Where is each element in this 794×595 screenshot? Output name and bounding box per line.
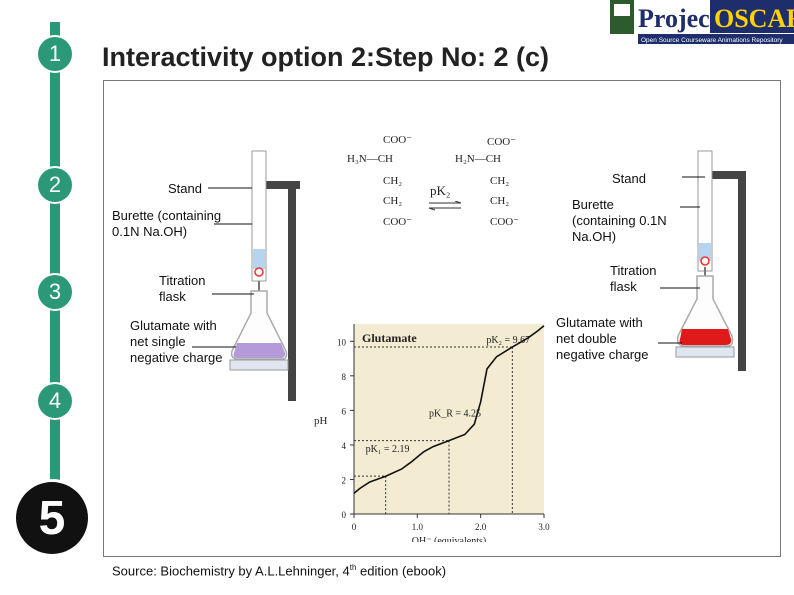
chart-title: Glutamate [362,331,417,345]
x-tick-label-0: 0 [352,522,357,532]
left-ch2-a: CH₂ [383,175,403,187]
y-axis-label: pH [314,415,328,427]
right-burette-label: Burette (containing 0.1N Na.OH) [572,197,667,244]
source-prefix: Source: Biochemistry by A.L.Lehninger, 4 [112,563,350,579]
x-tick-label-1.0: 1.0 [412,522,424,532]
y-tick-label-4: 4 [342,441,347,451]
right-ch2-a: CH₂ [490,175,510,187]
y-tick-label-0: 0 [342,510,347,520]
titration-flask [230,290,288,360]
right-solution-label: Glutamate with net double negative charg… [556,315,649,362]
y-tick-label-10: 10 [337,337,347,347]
burette-liquid [253,249,265,269]
step-1-button[interactable]: 1 [38,37,72,71]
burette-liquid [699,243,711,261]
titration-curve-line [353,325,545,494]
source-sup: th [349,563,357,572]
stand-pole [738,171,746,371]
pk-label-1: pK_R = 4.25 [429,409,481,420]
left-coo-bottom: COO⁻ [383,216,413,228]
right-titration-apparatus [658,150,746,371]
page-title: Interactivity option 2:Step No: 2 (c) [102,42,550,72]
left-amine: H₃N—CH [347,153,394,165]
x-tick-label-3.0: 3.0 [538,522,550,532]
equilibrium-pk2: pK₂ [430,183,451,198]
stand-arm [254,181,300,189]
source-suffix: edition (ebook) [356,563,447,579]
flask-solution [679,329,732,345]
step-4-button[interactable]: 4 [38,384,72,418]
left-burette-label: Burette (containing 0.1N Na.OH) [112,208,222,239]
svg-text:OSCAR: OSCAR [714,4,794,33]
left-stand-label: Stand [168,181,202,196]
y-tick-label-8: 8 [342,372,347,382]
x-tick-label-2.0: 2.0 [475,522,487,532]
left-solution-label: Glutamate with net single negative charg… [130,318,223,365]
stirrer-base [229,359,289,371]
left-ch2-b: CH₂ [383,195,403,207]
right-coo-top: COO⁻ [487,136,517,148]
right-amine: H₂N—CH [455,153,502,165]
glutamate-structures: COO⁻ H₃N—CH CH₂ CH₂ COO⁻ pK₂ COO⁻ H₂N—CH… [345,133,535,233]
titration-flask [676,275,734,347]
right-flask-label: Titration flask [610,263,657,294]
stopcock-icon[interactable] [254,267,264,277]
stand-arm [705,171,746,179]
stirrer-base [675,346,735,358]
left-flask-label: Titration flask [159,273,206,304]
svg-text:Project: Project [638,4,719,33]
left-coo-top: COO⁻ [383,134,413,146]
project-oscar-logo: Project OSCAR Open Source Courseware Ani… [610,0,794,44]
equilibrium-arrow-icon [428,201,462,211]
y-tick-label-2: 2 [342,475,347,485]
y-tick-label-6: 6 [342,406,347,416]
titration-curve-chart: Glutamate 0 2 4 6 8 10 0 1.0 2.0 3.0 pH OH⁻ (equival… [314,324,550,542]
pk-label-2: pK₂ = 9.67 [486,335,530,346]
flask-solution [233,343,286,358]
stand-pole [288,181,296,401]
right-coo-bottom: COO⁻ [490,216,520,228]
source-citation: Source: Biochemistry by A.L.Lehninger, 4… [112,563,446,578]
right-stand-label: Stand [612,171,646,186]
step-5-button[interactable]: 5 [16,482,88,554]
stopcock-icon[interactable] [700,256,710,266]
right-ch2-b: CH₂ [490,195,510,207]
step-3-button[interactable]: 3 [38,275,72,309]
pk-label-0: pK₁ = 2.19 [366,444,410,455]
left-titration-apparatus [192,150,300,401]
svg-text:Open Source Courseware Animati: Open Source Courseware Animations Reposi… [641,37,783,44]
step-2-button[interactable]: 2 [38,168,72,202]
x-axis-label: OH⁻ (equivalents) [412,536,486,542]
